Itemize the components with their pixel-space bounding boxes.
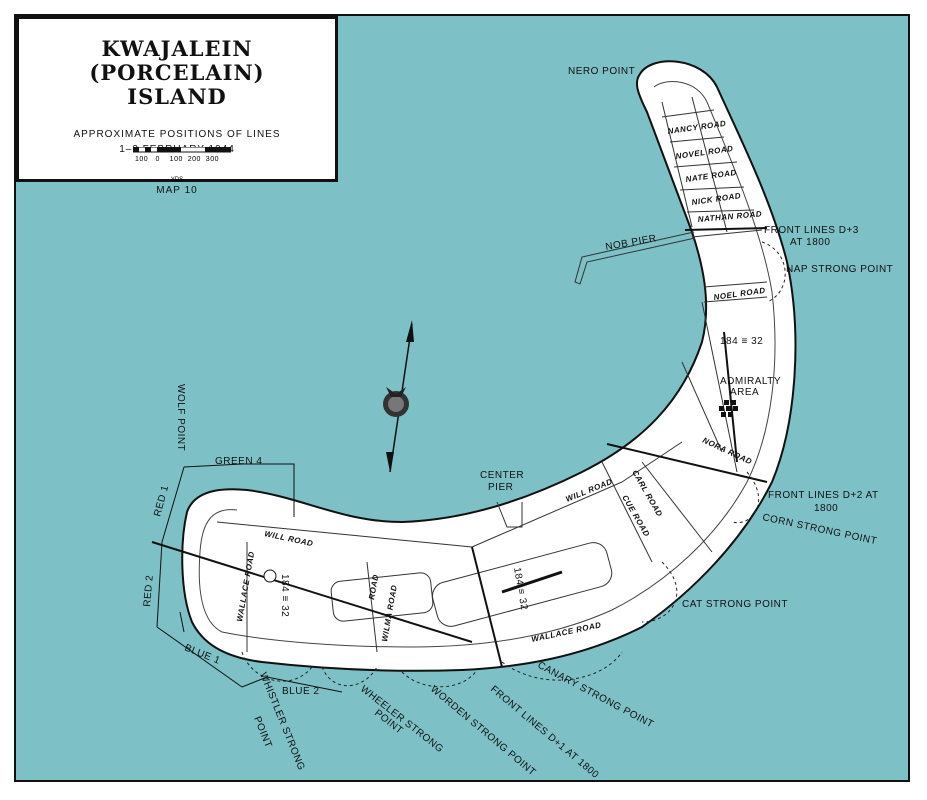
label-front-lines-d3-line2: AT 1800: [790, 237, 830, 248]
map-canvas: NERO POINT NANCY ROAD NOVEL ROAD NATE RO…: [142, 60, 893, 781]
label-wolf-point: WOLF POINT: [175, 384, 186, 451]
front-line-d2: [606, 443, 768, 483]
landing-beach-lines: [156, 463, 343, 693]
unit-marker-circle: [263, 569, 277, 583]
strong-point-outlines: [241, 241, 786, 688]
center-pier: [496, 501, 523, 528]
label-red-2: RED 2: [142, 574, 156, 607]
label-admiralty-line2: AREA: [730, 387, 759, 398]
label-red-1: RED 1: [152, 484, 171, 518]
label-unit-184-32-north: 184 ≡ 32: [720, 336, 763, 347]
label-whistler-strong-line2: POINT: [251, 715, 274, 750]
nob-pier: [574, 231, 696, 285]
scale-bar-icon: [133, 147, 231, 153]
label-front-lines-d1: FRONT LINES D+1 AT 1800: [488, 684, 601, 781]
island-landmass: [181, 60, 797, 672]
unit-boundary-north: [723, 331, 738, 463]
marine-corps-emblem-icon: [383, 387, 409, 417]
label-front-lines-d3-line1: FRONT LINES D+3: [764, 225, 859, 236]
label-blue-2: BLUE 2: [282, 686, 319, 697]
label-nap-strong-point: NAP STRONG POINT: [786, 264, 893, 275]
label-center-pier-line2: PIER: [488, 482, 513, 493]
label-admiralty-line1: ADMIRALTY: [720, 376, 781, 387]
initial-line: [151, 541, 473, 643]
label-unit-184-32-west: 184 ≡ 32: [279, 574, 290, 617]
front-line-d3: [684, 227, 768, 231]
label-worden-strong-point: WORDEN STRONG POINT: [428, 684, 538, 779]
front-line-d1: [471, 546, 503, 668]
label-cat-strong-point: CAT STRONG POINT: [682, 599, 788, 610]
label-nob-pier: NOB PIER: [605, 233, 658, 253]
title-panel: KWAJALEIN (PORCELAIN) ISLAND APPROXIMATE…: [16, 16, 338, 196]
airstrip: [330, 542, 613, 627]
map-frame: NERO POINT NANCY ROAD NOVEL ROAD NATE RO…: [14, 14, 910, 782]
label-nero-point: NERO POINT: [568, 66, 635, 77]
label-front-lines-d2-line2: 1800: [814, 503, 838, 514]
admiralty-marker: [719, 400, 738, 417]
map-number: MAP 10: [156, 185, 198, 196]
scale-unit: YDS: [170, 177, 184, 183]
north-end-roads: [661, 96, 768, 303]
label-center-pier-line1: CENTER: [480, 470, 524, 481]
label-road-west: ROAD: [367, 574, 380, 601]
scale-bar-ticks: 100 0 100 200 300: [134, 156, 219, 163]
label-front-lines-d2-line1: FRONT LINES D+2 AT: [768, 490, 879, 501]
perimeter-road: [198, 81, 776, 648]
unit-boundary: [501, 570, 563, 594]
map-title-line2: ISLAND: [127, 84, 227, 109]
label-canary-strong-point: CANARY STRONG POINT: [536, 660, 656, 731]
label-corn-strong-point: CORN STRONG POINT: [761, 512, 878, 547]
map-subtitle: APPROXIMATE POSITIONS OF LINES: [73, 129, 281, 140]
interior-roads: [216, 301, 738, 653]
label-green-4: GREEN 4: [215, 456, 262, 467]
map-title-line1: KWAJALEIN (PORCELAIN): [89, 36, 265, 85]
